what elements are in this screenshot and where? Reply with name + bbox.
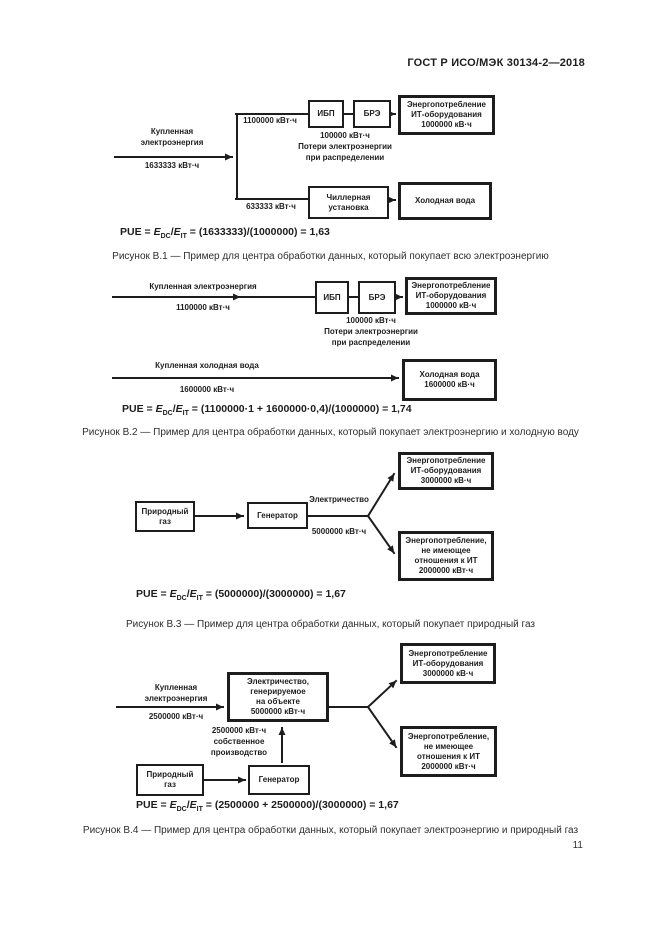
b2-purchased-electricity-label: Купленная электроэнергия: [149, 282, 257, 291]
b2-purchased-water-label: Купленная холодная вода: [155, 361, 259, 370]
b4-branch-nonit-arrow: [366, 705, 398, 749]
b4-own-production-label: 2500000 кВт·ч собственное производство: [210, 726, 268, 757]
b1-ups-box: ИБП: [308, 100, 344, 128]
b3-branch-it-arrow: [366, 472, 396, 518]
b3-electricity-value: 5000000 кВт·ч: [311, 527, 367, 536]
b1-purchased-electricity-value: 1633333 кВт·ч: [144, 161, 200, 170]
fig-b3-wires: [194, 472, 396, 555]
b2-distribution-loss-label: 100000 кВт·ч Потери электроэнергии при р…: [324, 316, 418, 347]
b2-purchased-electricity-value: 1100000 кВт·ч: [176, 303, 230, 312]
b4-it-energy-box: Энергопотребление ИТ-оборудования 300000…: [400, 643, 496, 684]
b4-pue-formula: PUE = EDC/EIT = (2500000 + 2500000)/(300…: [136, 799, 399, 814]
b4-natural-gas-box: Природный газ: [136, 764, 204, 796]
b3-branch-nonit-arrow: [366, 514, 396, 555]
b3-natural-gas-box: Природный газ: [135, 501, 195, 532]
page-number: 11: [572, 840, 583, 851]
b4-branch-it-arrow: [366, 679, 398, 709]
figure-b1-caption: Рисунок В.1 — Пример для центра обработк…: [112, 251, 549, 262]
b4-onsite-electricity-box: Электричество, генерируемое на объекте 5…: [227, 672, 329, 722]
b4-purchased-electricity-value: 2500000 кВт·ч: [148, 712, 204, 721]
fig-b4-wires: [116, 679, 398, 784]
b1-bottom-branch-value: 633333 кВт·ч: [246, 202, 296, 211]
b1-pdu-box: БРЭ: [353, 100, 391, 128]
fig-b2-wires: [112, 293, 403, 382]
b2-ups-box: ИБП: [315, 281, 349, 314]
b1-pue-formula: PUE = EDC/EIT = (1633333)/(1000000) = 1,…: [120, 226, 330, 241]
b1-top-branch-value: 1100000 кВт·ч: [243, 116, 297, 125]
b1-cold-water-box: Холодная вода: [398, 182, 492, 220]
b2-cold-water-box: Холодная вода 1600000 кВ·ч: [402, 359, 497, 401]
b3-pue-formula: PUE = EDC/EIT = (5000000)/(3000000) = 1,…: [136, 588, 346, 603]
b1-it-energy-box: Энергопотребление ИТ-оборудования 100000…: [398, 95, 495, 135]
figure-b2-caption: Рисунок В.2 — Пример для центра обработк…: [82, 427, 579, 438]
b1-distribution-loss-label: 100000 кВт·ч Потери электроэнергии при р…: [298, 131, 392, 162]
b1-purchased-electricity-label: Купленная электроэнергия: [140, 127, 204, 147]
b4-purchased-electricity-label: Купленная электроэнергия: [144, 683, 208, 703]
b3-generator-box: Генератор: [247, 502, 308, 529]
b4-nonit-energy-box: Энергопотребление, не имеющее отношения …: [400, 726, 497, 777]
b3-nonit-energy-box: Энергопотребление, не имеющее отношения …: [398, 531, 494, 581]
b2-purchased-water-value: 1600000 кВт·ч: [179, 385, 235, 394]
b3-it-energy-box: Энергопотребление ИТ-оборудования 300000…: [398, 452, 494, 490]
b3-electricity-label: Электричество: [309, 495, 369, 504]
figure-b4-caption: Рисунок В.4 — Пример для центра обработк…: [82, 825, 579, 836]
b1-chiller-box: Чиллерная установка: [308, 186, 389, 219]
figure-b3-caption: Рисунок В.3 — Пример для центра обработк…: [125, 619, 536, 630]
b2-pdu-box: БРЭ: [358, 281, 396, 314]
fig-b1-wires: [114, 110, 396, 204]
b2-it-energy-box: Энергопотребление ИТ-оборудования 100000…: [405, 277, 497, 315]
b2-pue-formula: PUE = EDC/EIT = (1100000·1 + 1600000·0,4…: [122, 403, 412, 418]
page-header-title: ГОСТ Р ИСО/МЭК 30134-2—2018: [407, 57, 585, 69]
b4-generator-box: Генератор: [248, 765, 310, 795]
